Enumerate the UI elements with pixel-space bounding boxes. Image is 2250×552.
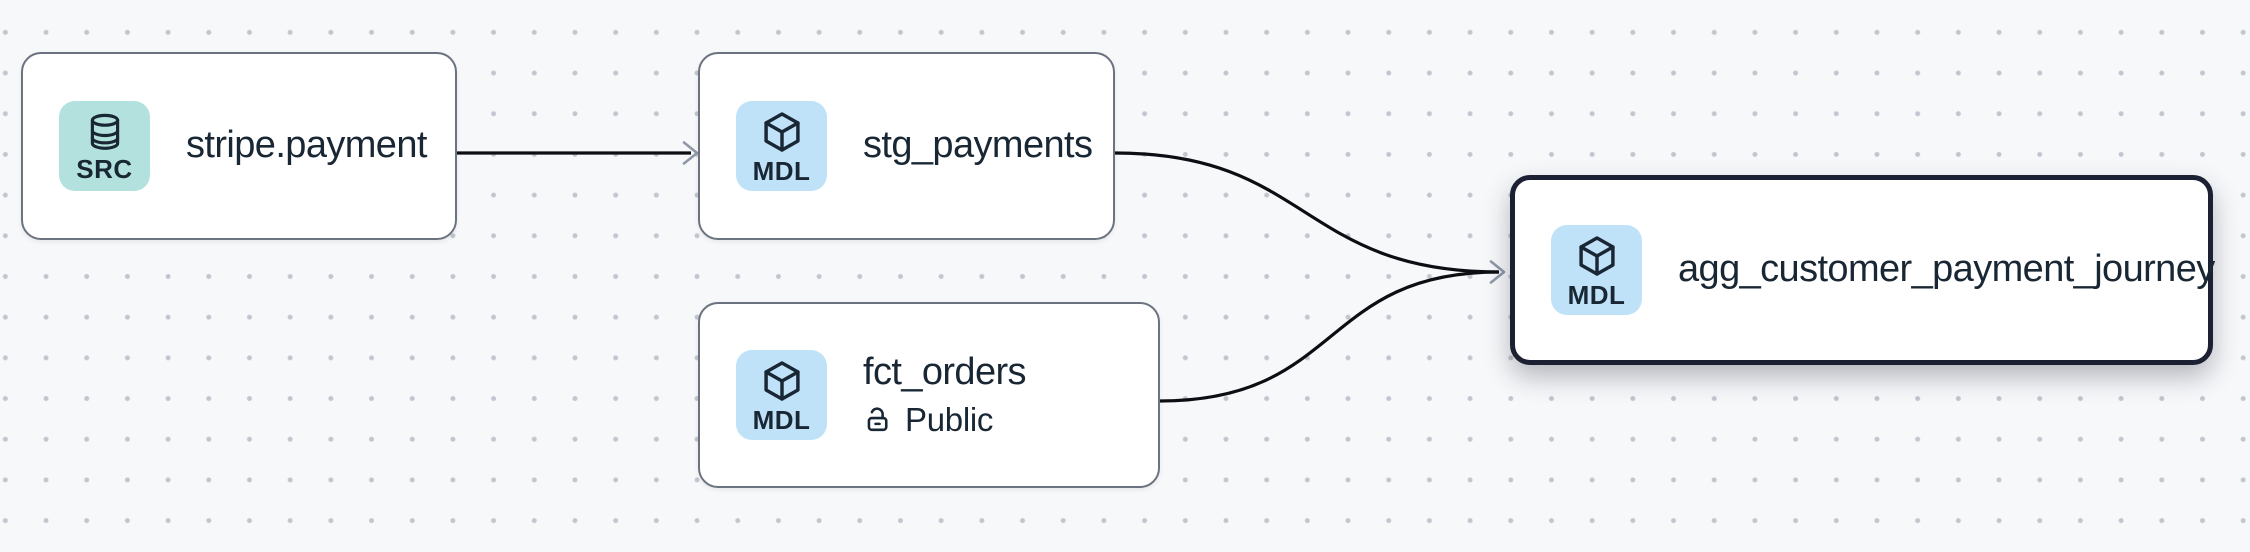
source-badge: SRC — [59, 101, 150, 191]
cube-icon — [1578, 235, 1615, 276]
badge-label: MDL — [752, 155, 811, 186]
badge-label: MDL — [752, 404, 811, 435]
node-label: stg_payments — [863, 124, 1093, 167]
node-label: agg_customer_payment_journey — [1678, 248, 2215, 291]
lineage-node-stripe-payment[interactable]: SRC stripe.payment — [21, 52, 457, 240]
edge-fct-orders-to-agg-customer-payment-journey[interactable] — [1159, 270, 1500, 403]
model-badge: MDL — [1551, 225, 1642, 315]
model-badge: MDL — [736, 101, 827, 191]
database-icon — [90, 113, 119, 150]
access-label: Public — [905, 400, 994, 438]
node-label: fct_orders — [863, 351, 1027, 394]
model-badge: MDL — [736, 350, 827, 440]
node-label: stripe.payment — [186, 124, 427, 167]
unlock-icon — [867, 407, 888, 432]
lineage-node-fct-orders[interactable]: MDL fct_orders Public — [698, 302, 1160, 488]
badge-label: MDL — [1567, 279, 1626, 310]
access-row: Public — [863, 401, 1026, 439]
arrowhead-icon — [1489, 260, 1506, 284]
cube-icon — [763, 111, 800, 152]
cube-icon — [763, 360, 800, 401]
badge-label: SRC — [76, 153, 133, 184]
lineage-node-stg-payments[interactable]: MDL stg_payments — [698, 52, 1115, 240]
lineage-node-agg-customer-payment-journey[interactable]: MDL agg_customer_payment_journey — [1510, 175, 2215, 365]
edge-stg-payments-to-agg-customer-payment-journey[interactable] — [1114, 151, 1500, 274]
arrowhead-icon — [682, 141, 699, 165]
